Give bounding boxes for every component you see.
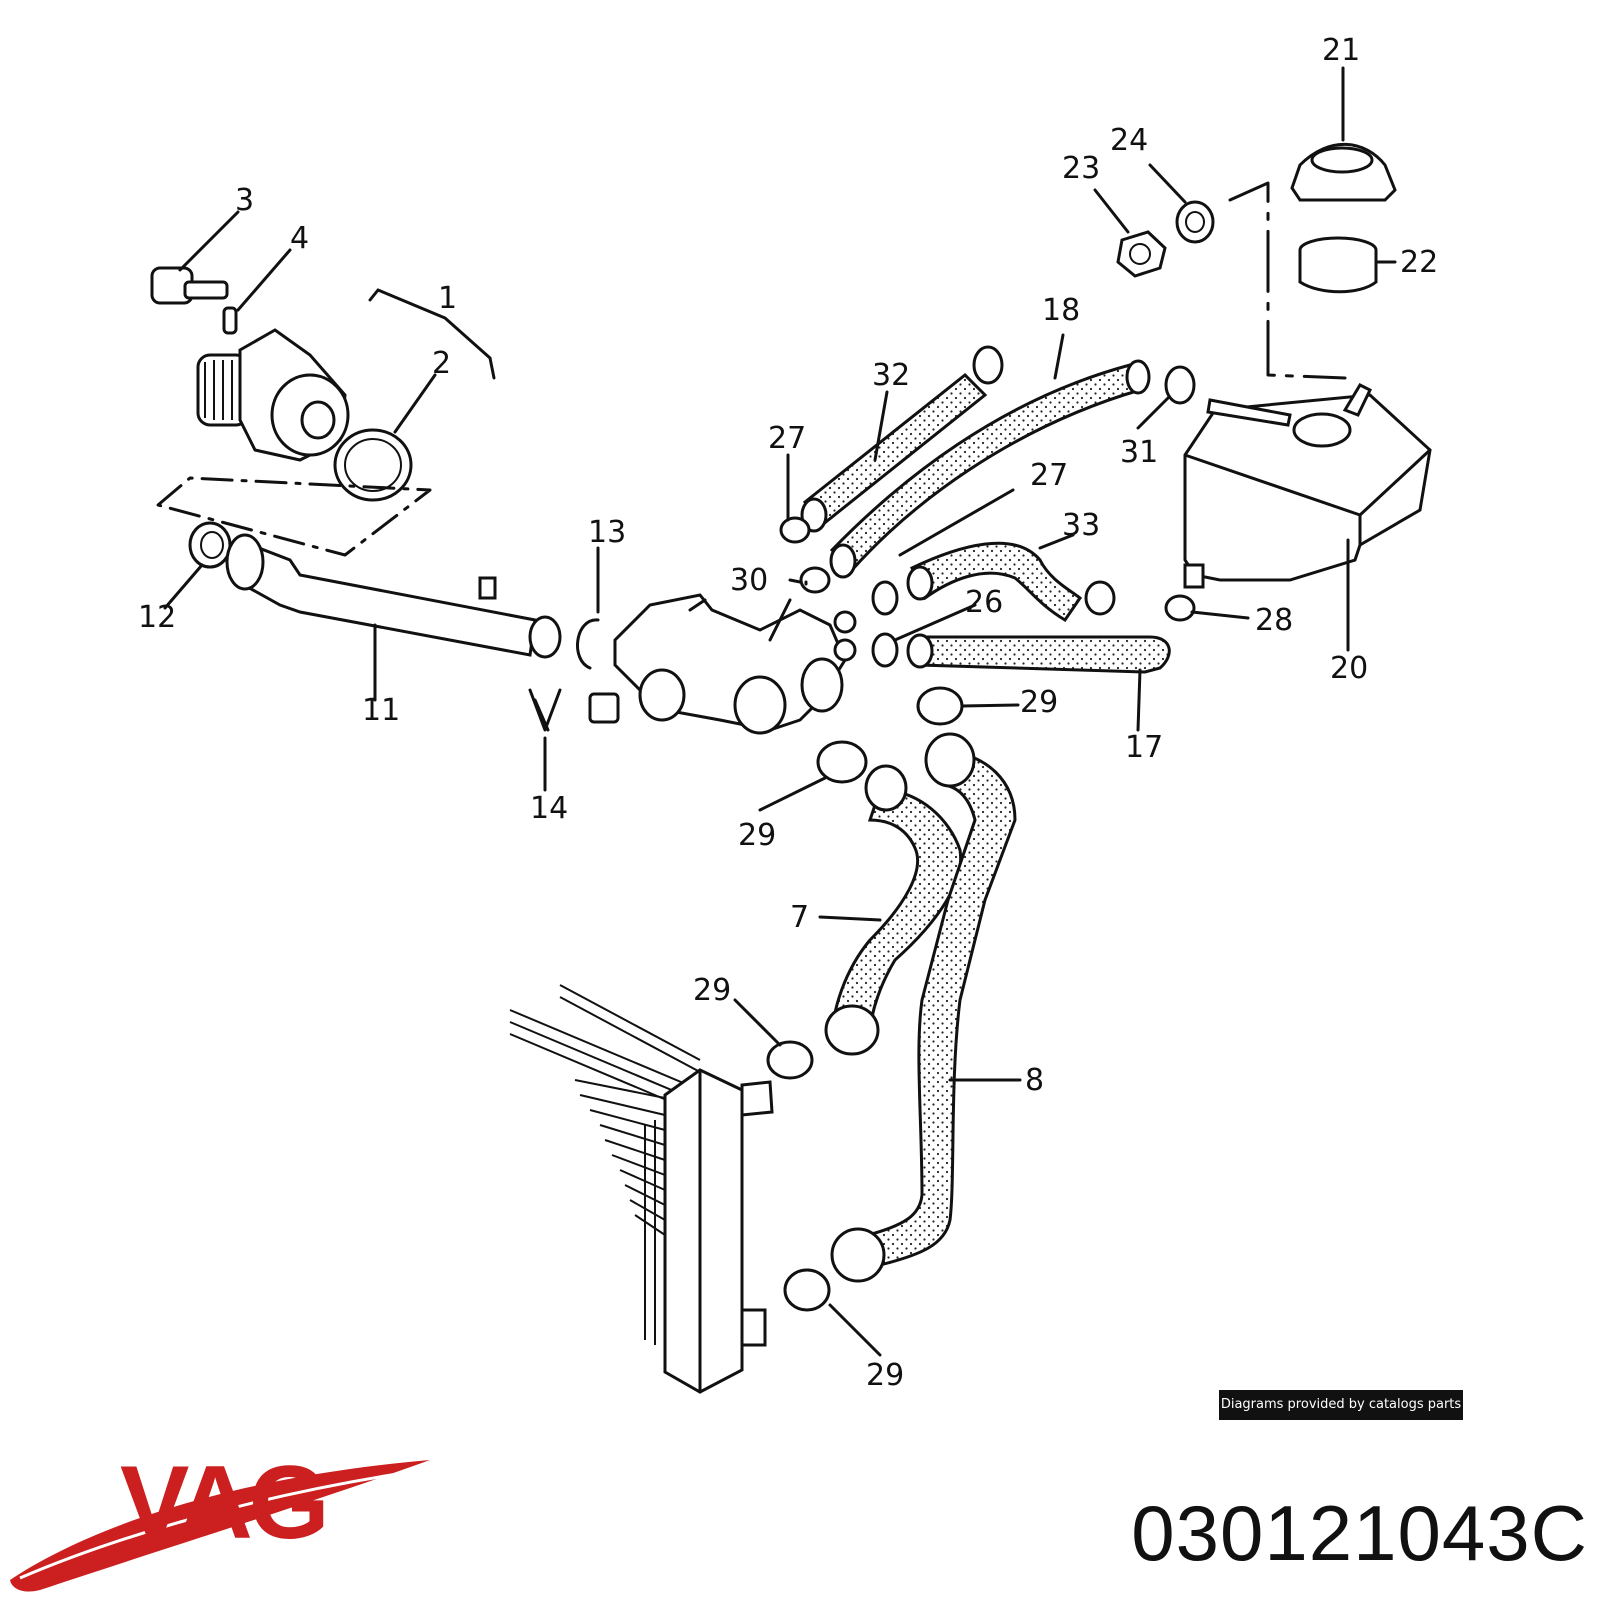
callout-32: 32 [872, 358, 910, 393]
callout-3: 3 [235, 183, 254, 218]
callout-30: 30 [730, 563, 768, 598]
callout-31: 31 [1120, 435, 1158, 470]
vag-logo-text: VAG [120, 1445, 326, 1561]
part-number: 030121043C [1131, 1489, 1588, 1577]
bolt [150, 266, 229, 305]
callout-12: 12 [138, 600, 176, 635]
coolant-reservoir [1183, 383, 1432, 589]
callout-27b: 27 [1030, 458, 1068, 493]
callout-29c: 29 [693, 973, 731, 1008]
hose-33 [910, 541, 1083, 623]
callout-8: 8 [1025, 1063, 1044, 1098]
callout-28: 28 [1255, 603, 1293, 638]
callout-26: 26 [965, 585, 1003, 620]
coolant-pipe [225, 533, 562, 659]
thermostat-housing [588, 593, 857, 735]
water-pump [196, 288, 496, 462]
callout-labels: 1 2 3 4 7 8 11 12 13 14 17 18 20 21 22 2… [138, 33, 1438, 1393]
leader-lines [163, 66, 1397, 1357]
vag-logo: VAG [10, 1445, 430, 1592]
callout-27a: 27 [768, 421, 806, 456]
washer [1175, 200, 1215, 244]
callout-24: 24 [1110, 123, 1148, 158]
pin [222, 306, 238, 335]
callout-14: 14 [530, 791, 568, 826]
gasket-bracket [156, 476, 432, 557]
nut [1116, 230, 1167, 278]
radiator [509, 984, 774, 1394]
hose-17 [918, 635, 1171, 674]
callout-33: 33 [1062, 508, 1100, 543]
callout-29a: 29 [1020, 685, 1058, 720]
callout-2: 2 [432, 346, 451, 381]
hose-clamps [766, 345, 1196, 1312]
hose-8 [865, 750, 1017, 1267]
callout-17: 17 [1125, 730, 1163, 765]
callout-29d: 29 [866, 1358, 904, 1393]
circlip [576, 618, 600, 670]
callout-11: 11 [362, 693, 400, 728]
diagram-credit: Diagrams provided by catalogs parts [1219, 1390, 1463, 1420]
callout-22: 22 [1400, 245, 1438, 280]
callout-4: 4 [290, 221, 309, 256]
callout-23: 23 [1062, 151, 1100, 186]
callout-29b: 29 [738, 818, 776, 853]
callout-21: 21 [1322, 33, 1360, 68]
callout-18: 18 [1042, 293, 1080, 328]
cap-seal [1298, 236, 1378, 294]
callout-7: 7 [790, 900, 809, 935]
retaining-clip [528, 688, 562, 732]
callout-1: 1 [438, 281, 457, 316]
callout-20: 20 [1330, 651, 1368, 686]
o-ring [333, 428, 413, 502]
reservoir-cap [1290, 142, 1397, 202]
callout-13: 13 [588, 515, 626, 550]
parts-diagram: 1 2 3 4 7 8 11 12 13 14 17 18 20 21 22 2… [138, 33, 1438, 1394]
